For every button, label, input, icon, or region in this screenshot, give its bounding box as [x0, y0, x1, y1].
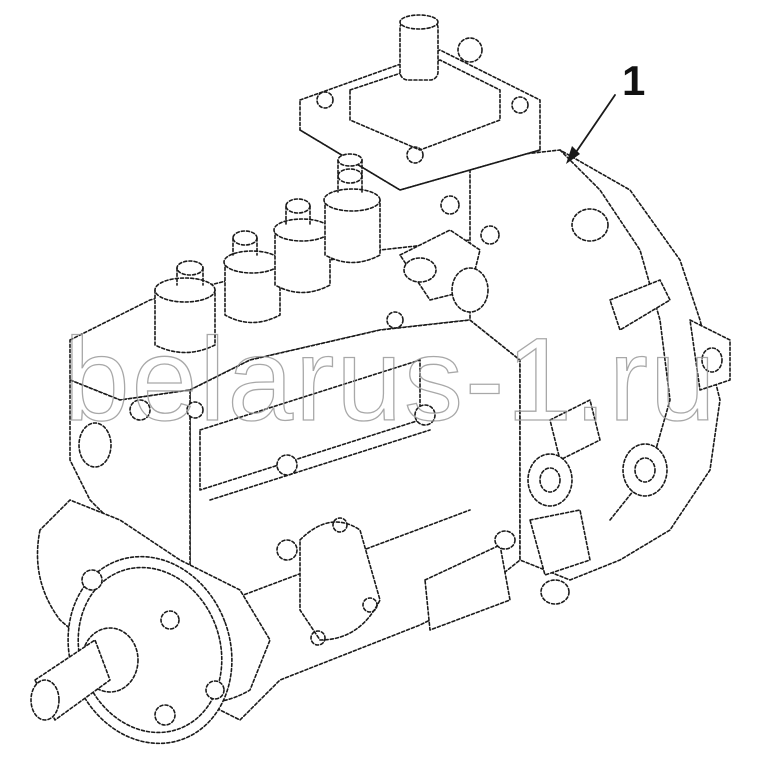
- side-cover-plate: [129, 311, 436, 646]
- watermark-text: belarus-1.ru: [64, 314, 718, 446]
- valve-holder-1: [154, 260, 216, 354]
- valve-holder-4: [323, 153, 381, 264]
- callout-leader: [566, 94, 616, 164]
- valve-holder-3: [273, 198, 331, 294]
- mounting-bracket: [424, 453, 591, 631]
- drive-flange: [30, 422, 271, 745]
- delivery-valve-holders: [154, 153, 381, 354]
- valve-holder-2: [223, 230, 281, 324]
- fuel-inlet-fitting: [399, 195, 500, 313]
- callout-number: 1: [622, 57, 645, 104]
- top-cover: [299, 14, 541, 191]
